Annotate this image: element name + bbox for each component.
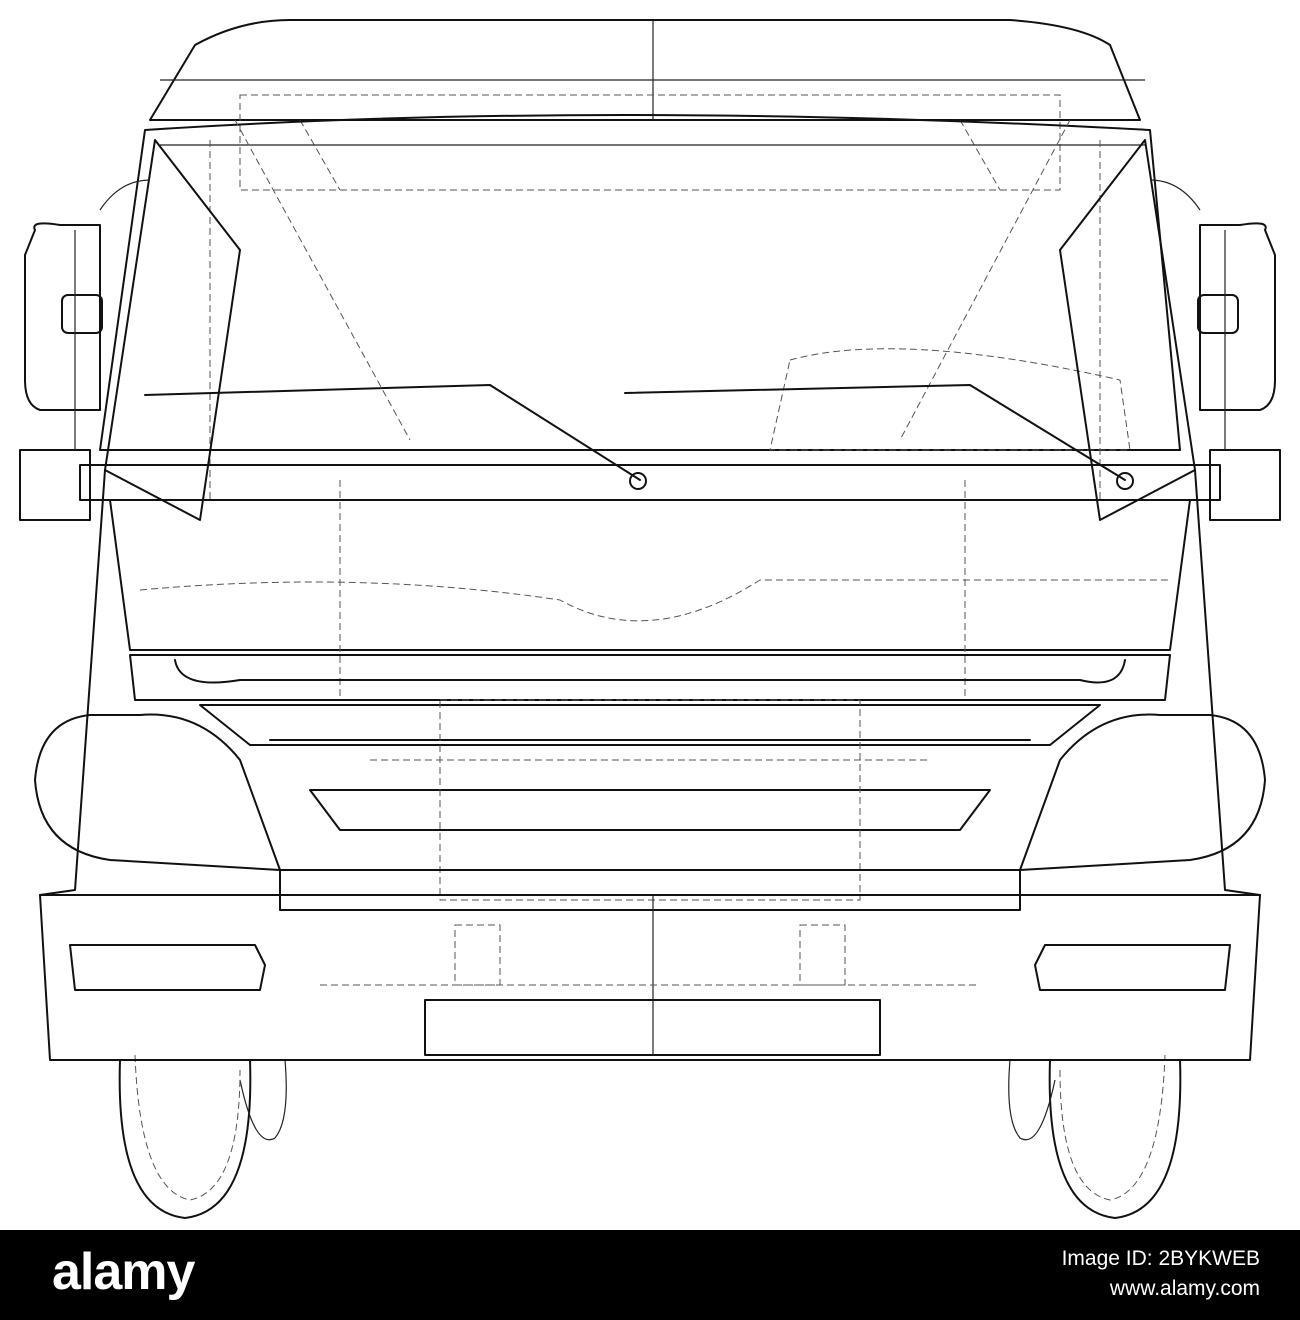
- left-wiper: [144, 384, 647, 490]
- right-wiper: [624, 384, 1134, 490]
- watermark-footer: alamy Image ID: 2BYKWEB www.alamy.com: [0, 1230, 1300, 1320]
- site-url: www.alamy.com: [1109, 1277, 1260, 1301]
- truck-front-view-svg: [19, 19, 1281, 1219]
- front-panel: [79, 464, 1221, 700]
- truck-wireframe-drawing: [19, 19, 1281, 1219]
- right-wheel: [1008, 1054, 1182, 1219]
- right-cab-side: [1194, 469, 1261, 896]
- right-a-pillar: [1059, 139, 1196, 521]
- grille: [129, 654, 1171, 901]
- left-mirror: [19, 179, 151, 521]
- left-cab-side: [39, 469, 106, 896]
- image-id-block: Image ID: 2BYKWEB www.alamy.com: [1062, 1244, 1260, 1305]
- right-mirror: [1149, 179, 1281, 521]
- windshield: [99, 114, 1181, 500]
- left-wheel: [118, 1054, 287, 1219]
- image-id-label: Image ID: 2BYKWEB: [1062, 1244, 1260, 1274]
- left-a-pillar: [104, 139, 241, 521]
- image-id-value: 2BYKWEB: [1158, 1247, 1260, 1270]
- alamy-logo: alamy: [52, 1243, 195, 1301]
- bumper: [39, 869, 1261, 1061]
- right-headlight-housing: [1019, 713, 1266, 871]
- left-headlight-housing: [34, 713, 281, 871]
- image-id-label-text: Image ID:: [1061, 1247, 1153, 1270]
- cab-roof: [149, 19, 1145, 191]
